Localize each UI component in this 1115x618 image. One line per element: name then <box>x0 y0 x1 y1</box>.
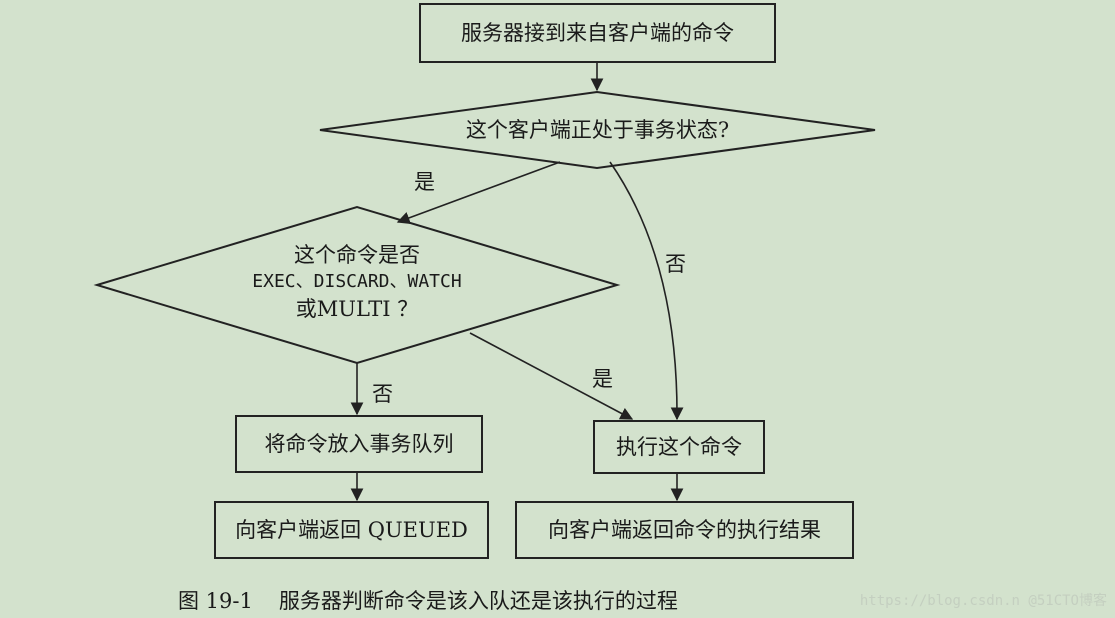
figure-caption: 图 19-1 服务器判断命令是该入队还是该执行的过程 <box>178 585 678 615</box>
check-command-text-line1: 这个命令是否 <box>294 243 420 267</box>
watermark-text: https://blog.csdn.n @51CTO博客 <box>859 593 1107 609</box>
receive-text: 服务器接到来自客户端的命令 <box>461 21 734 45</box>
edge-no-to-execute <box>609 161 684 421</box>
check-command-text-line3: 或MULTI ？ <box>295 297 419 321</box>
figure-number: 图 19-1 <box>178 589 253 613</box>
execute-text: 执行这个命令 <box>616 435 742 459</box>
execute-box <box>593 420 765 474</box>
check-command-diamond <box>93 205 621 365</box>
reply-queued-text: 向客户端返回 QUEUED <box>235 518 468 542</box>
edge-label-yes-1: 是 <box>414 170 435 194</box>
in-transaction-text: 这个客户端正处于事务状态? <box>465 118 730 142</box>
figure-title: 服务器判断命令是该入队还是该执行的过程 <box>278 589 678 613</box>
reply-queued-box <box>214 501 489 559</box>
in-transaction-diamond <box>319 90 876 170</box>
check-command-text-line2: EXEC、DISCARD、WATCH <box>252 271 462 292</box>
edge-label-no-2: 否 <box>372 382 393 406</box>
enqueue-text: 将命令放入事务队列 <box>264 432 454 456</box>
reply-result-box <box>515 501 854 559</box>
edge-check-yes-to-execute <box>469 332 634 420</box>
edge-yes-to-check <box>396 161 561 225</box>
enqueue-box <box>235 415 483 473</box>
edge-label-yes-2: 是 <box>592 367 613 391</box>
edge-label-no-1: 否 <box>665 252 686 276</box>
reply-result-text: 向客户端返回命令的执行结果 <box>548 518 821 542</box>
